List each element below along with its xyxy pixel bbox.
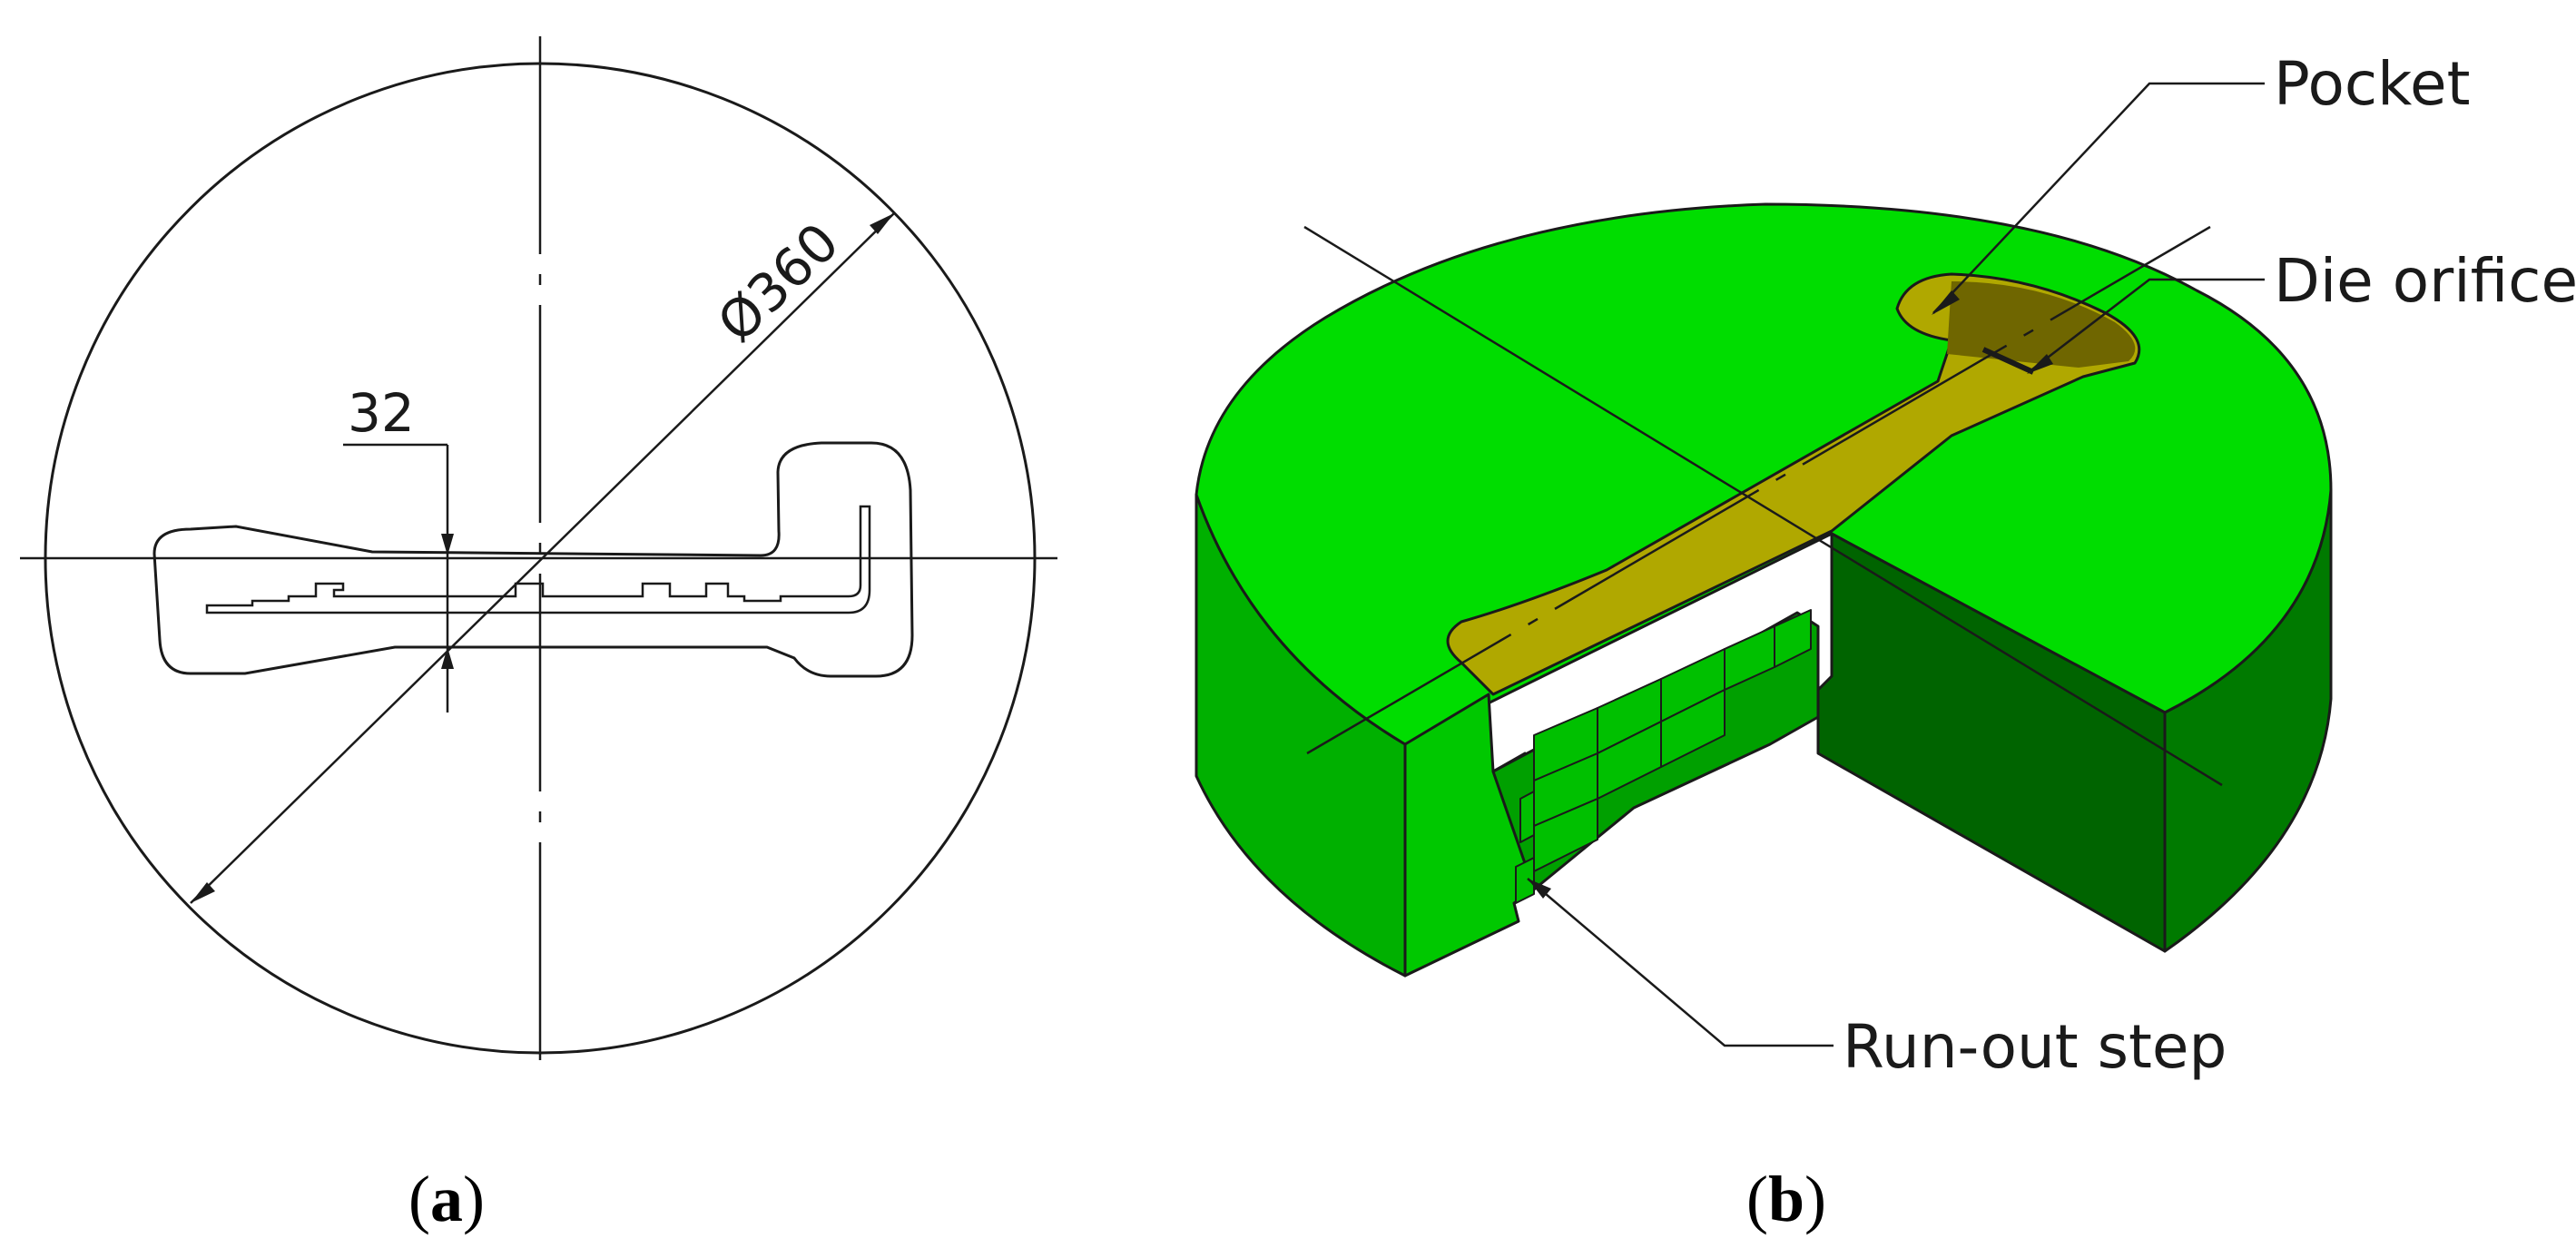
diameter-dimension-line	[190, 212, 895, 904]
pocket-label: Pocket	[2274, 49, 2470, 119]
thickness-label: 32	[348, 382, 415, 444]
pocket-floor	[1446, 272, 2141, 696]
die-orifice-leader	[2028, 278, 2265, 373]
profile-outline	[205, 505, 871, 614]
panel-a-drawing	[20, 36, 1057, 1076]
pocket-leader	[1932, 82, 2265, 314]
die-orifice-label: Die orifice	[2274, 246, 2576, 316]
pocket-wall-shadow	[1947, 281, 2136, 368]
panel-b-centerlines	[1303, 225, 2223, 787]
panel-b-drawing	[1195, 202, 2333, 978]
run-out-step-label: Run-out step	[1843, 1012, 2227, 1082]
panel-b-leaders	[1527, 82, 2265, 1047]
panel-b-leader-arrows	[1528, 290, 2053, 899]
cut-face-right	[1816, 532, 2167, 953]
run-out-step-leader	[1527, 878, 1834, 1047]
diameter-arrow-upper	[870, 213, 894, 234]
thickness-arrow-top	[441, 534, 454, 555]
caption-b: (b)	[1746, 1163, 1826, 1235]
caption-a: (a)	[408, 1163, 485, 1235]
run-out-step-detail	[1515, 609, 1812, 904]
diameter-label: Ø360	[705, 211, 850, 355]
diameter-arrow-lower	[191, 882, 215, 903]
pocket-outline	[152, 441, 914, 678]
thickness-arrow-bottom	[441, 647, 454, 669]
